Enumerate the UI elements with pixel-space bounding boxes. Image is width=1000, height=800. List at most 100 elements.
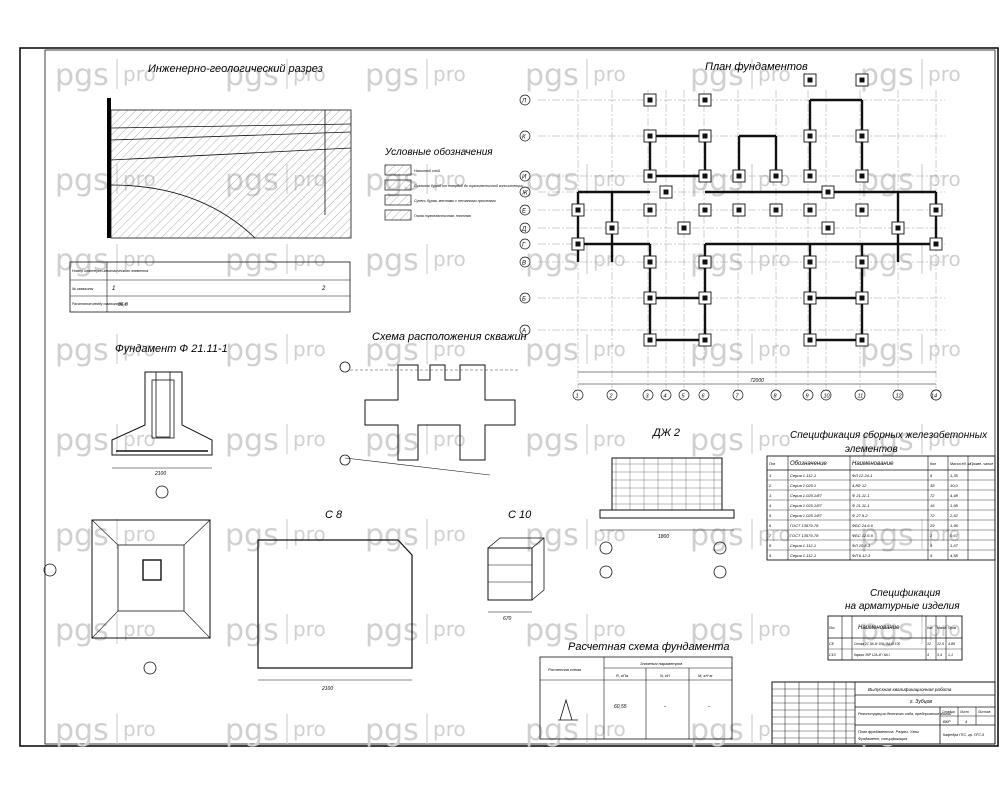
- watermark-brand: pgs: [365, 58, 419, 93]
- plan-column: [647, 207, 653, 213]
- plan-column: [807, 77, 813, 83]
- plan-axis-col-marker: [660, 389, 672, 401]
- plan-column: [859, 337, 865, 343]
- watermark-suffix: pro: [433, 427, 466, 451]
- plan-column: [807, 295, 813, 301]
- spec-precast-cell: Серия 1.112-1: [790, 553, 816, 558]
- plan-axis-col-label: 10: [824, 394, 831, 400]
- watermark-brand: pgs: [55, 163, 109, 198]
- watermark-suffix: pro: [123, 717, 156, 741]
- spec-precast-cell: 5: [769, 513, 772, 518]
- c10-title: С 10: [508, 509, 532, 521]
- c10-width: 670: [503, 616, 512, 622]
- spec-precast-title-1: Спецификация сборных железобетонных: [790, 429, 988, 441]
- watermark-suffix: pro: [433, 167, 466, 191]
- calc-v1: 60,55: [614, 704, 627, 710]
- watermark-suffix: pro: [928, 617, 961, 641]
- plan-axis-col-label: 12: [896, 394, 902, 400]
- watermark-brand: pgs: [55, 518, 109, 553]
- calc-table: [539, 656, 733, 740]
- plan-column: [807, 259, 813, 265]
- plan-column: [575, 241, 581, 247]
- spec-rebar-header: Масса: [937, 626, 947, 630]
- foundation-f-plan-socket: [142, 559, 162, 581]
- foundation-f-socket: [151, 379, 175, 439]
- foundation-f-plan: [91, 519, 211, 639]
- plan-axis-row-label: В: [522, 261, 526, 267]
- dzh2-width: 1800: [658, 534, 669, 540]
- spec-precast-cell: 2: [929, 533, 933, 538]
- spec-precast-cell: ФБС 12.6.6: [852, 533, 874, 538]
- plan-axis-row-marker: [519, 186, 531, 198]
- plan-column: [859, 77, 865, 83]
- plan-axis-row-label: И: [522, 175, 527, 181]
- watermark-suffix: pro: [433, 247, 466, 271]
- watermark-brand: pgs: [525, 613, 579, 648]
- watermark-suffix: pro: [593, 247, 626, 271]
- spec-precast-cell: 4: [769, 503, 772, 508]
- plan-column: [647, 173, 653, 179]
- spec-rebar-cell: Сетка 2С 8А-III 100 / 8А-III 100: [854, 642, 900, 646]
- watermark-suffix: pro: [433, 337, 466, 361]
- geology-table: [69, 261, 351, 313]
- watermark-suffix: pro: [928, 522, 961, 546]
- plan-column: [647, 259, 653, 265]
- axis-marker: [155, 485, 169, 499]
- stamp-sheet-no: 4: [965, 719, 968, 724]
- stamp-sheet-sub: Фундамент, спецификация: [858, 737, 907, 741]
- calc-h2: N, кН: [660, 673, 670, 678]
- plan-column: [647, 295, 653, 301]
- geology-layer-line: [110, 131, 352, 141]
- watermark-suffix: pro: [758, 617, 791, 641]
- foundation-f-plan-diag: [183, 519, 211, 546]
- geology-layer-line: [110, 123, 352, 129]
- spec-precast-cell: Серия 1.112-1: [790, 473, 816, 478]
- plan-axis-col-label: 4: [664, 394, 667, 400]
- c8-title: С 8: [325, 509, 343, 521]
- watermark-suffix: pro: [593, 617, 626, 641]
- spec-precast-cell: ФЛ 6.12-3: [852, 553, 871, 558]
- legend-item-label: Насыпной слой: [414, 169, 440, 173]
- plan-axis-col-label: 11: [858, 394, 864, 400]
- legend-swatch: [384, 179, 412, 191]
- plan-column: [933, 207, 939, 213]
- spec-precast-frame: [766, 455, 996, 561]
- plan-column: [702, 259, 708, 265]
- spec-precast-cell: 72: [930, 513, 935, 518]
- legend-swatch: [384, 209, 412, 221]
- spec-rebar-cell: Каркас 3КР 12А-III / 6А-I: [854, 653, 890, 657]
- spec-rebar-header: Наименование: [858, 625, 900, 631]
- dzh2-title: ДЖ 2: [651, 427, 680, 439]
- plan-column: [895, 225, 901, 231]
- spec-precast-cell: Серия 1.020.1: [790, 483, 816, 488]
- watermark-brand: pgs: [690, 423, 744, 458]
- watermark-brand: pgs: [225, 58, 279, 93]
- plan-axis-row-label: Д: [521, 227, 527, 233]
- spec-precast-cell: 72: [930, 493, 935, 498]
- plan-axis-col-marker: [606, 389, 618, 401]
- watermark-suffix: pro: [928, 167, 961, 191]
- spec-precast-header: Обозначение: [790, 461, 827, 467]
- plan-axis-row-label: Г: [522, 243, 526, 249]
- axis-marker: [43, 563, 57, 577]
- legend-item-label: Супесь бурая, местами с песчаными просло…: [414, 199, 496, 203]
- plan-total-dim: 72000: [750, 378, 764, 384]
- watermark-suffix: pro: [593, 717, 626, 741]
- stamp-sheet-h: Лист: [959, 710, 969, 714]
- spec-rebar-title-1: Спецификация: [870, 587, 941, 599]
- legend-item-label: Глина тугопластичная, плотная: [414, 214, 471, 218]
- spec-precast-cell: Ф 21.11-1: [852, 503, 870, 508]
- plan-column: [859, 133, 865, 139]
- calc-scheme: Расчетная схема фундамента Расчетная схе…: [539, 641, 733, 740]
- spec-precast-cell: 10,0: [950, 483, 959, 488]
- spec-rebar-header: Прим: [948, 626, 957, 630]
- spec-rebar-cell: С8: [829, 642, 834, 646]
- watermark-suffix: pro: [593, 522, 626, 546]
- watermark-suffix: pro: [758, 337, 791, 361]
